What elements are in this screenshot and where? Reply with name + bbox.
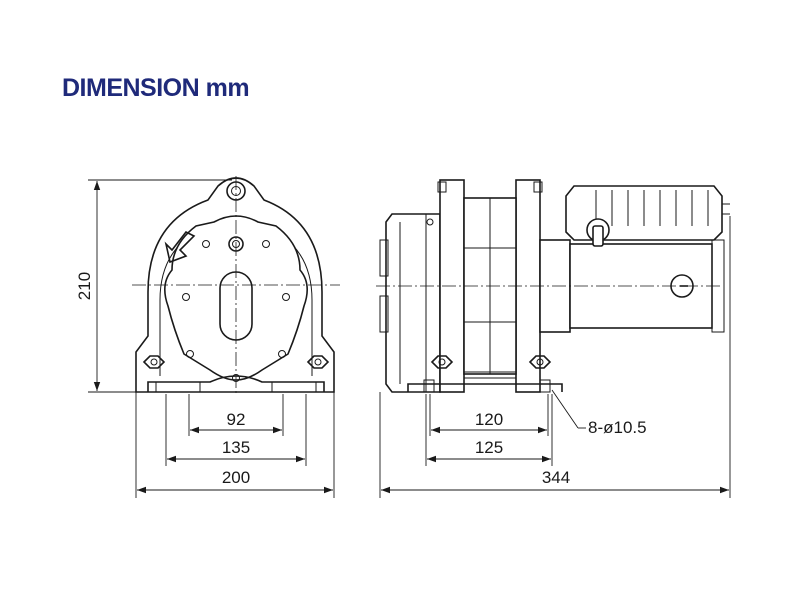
dimension-side-inner-label: 120 <box>475 410 503 429</box>
side-view <box>376 179 730 393</box>
dimension-side-outer-label: 344 <box>542 468 570 487</box>
dimension-front-inner-label: 92 <box>227 410 246 429</box>
dimension-side-base: 120 125 344 <box>379 216 731 498</box>
dimension-front-base: 92 135 200 <box>135 392 335 498</box>
front-view <box>132 176 340 396</box>
dimension-front-outer-label: 200 <box>222 468 250 487</box>
page-title: DIMENSION mm <box>62 74 250 102</box>
dimension-holes-label: 8-ø10.5 <box>588 418 647 437</box>
dimension-holes-callout: 8-ø10.5 <box>551 389 647 437</box>
dimension-height: 210 <box>75 179 232 393</box>
dimension-side-mid-label: 125 <box>475 438 503 457</box>
dimension-front-mid-label: 135 <box>222 438 250 457</box>
dimension-height-label: 210 <box>75 272 94 300</box>
